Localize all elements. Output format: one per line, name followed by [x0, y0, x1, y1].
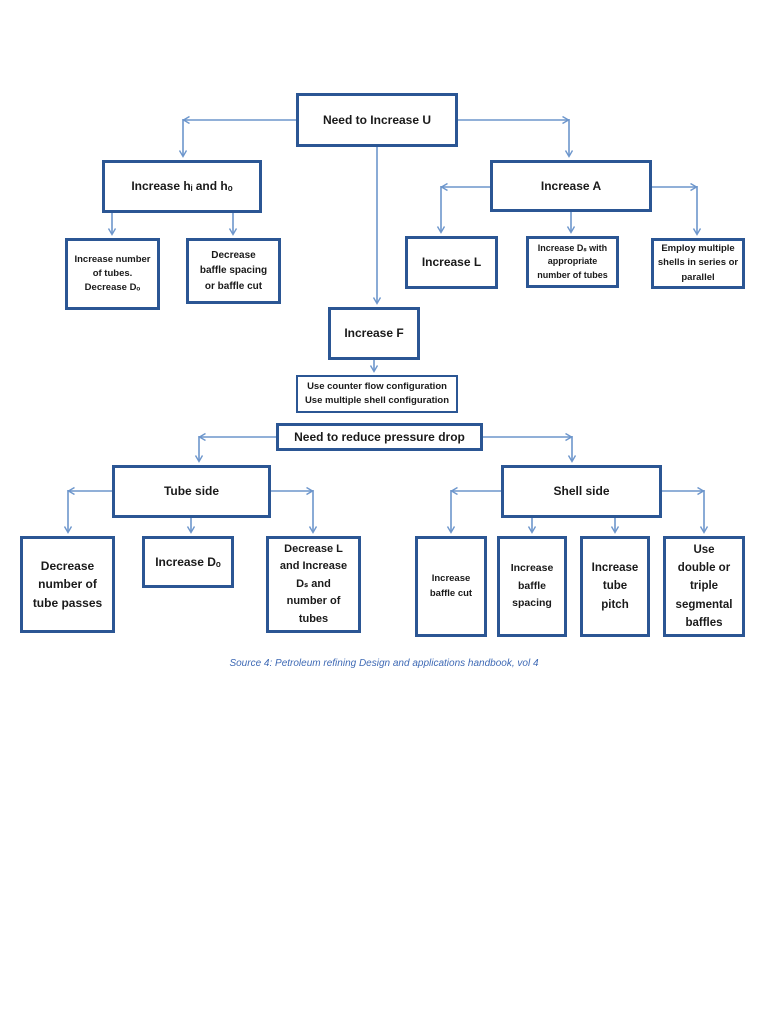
node-decrease-tube-passes: Decrease number of tube passes: [20, 536, 115, 633]
node-increase-a: Increase A: [490, 160, 652, 212]
node-label: Use: [693, 543, 715, 556]
node-label: Increase: [431, 573, 471, 585]
node-label: Increase: [591, 561, 639, 574]
node-label: tubes: [298, 612, 329, 625]
node-increase-number-of-tubes: Increase number of tubes. Decrease Dₒ: [65, 238, 160, 310]
node-increase-baffle-spacing: Increase baffle spacing: [497, 536, 567, 637]
node-increase-do: Increase Dₒ: [142, 536, 234, 588]
node-label: number of: [286, 595, 341, 608]
node-employ-multiple-shells: Employ multiple shells in series or para…: [651, 238, 745, 289]
node-label: tube: [602, 580, 628, 593]
node-decrease-baffle-spacing: Decrease baffle spacing or baffle cut: [186, 238, 281, 304]
node-need-to-reduce-pressure-drop: Need to reduce pressure drop: [276, 423, 483, 451]
node-shell-side: Shell side: [501, 465, 662, 518]
node-label: parallel: [681, 271, 715, 283]
node-increase-l: Increase L: [405, 236, 498, 289]
node-label: pitch: [601, 598, 629, 611]
node-label: of tubes.: [92, 267, 133, 279]
node-label: Increase hᵢ and hₒ: [131, 179, 233, 194]
node-need-to-increase-u: Need to Increase U: [296, 93, 458, 147]
node-label: Increase Dₛ with: [537, 243, 608, 254]
node-decrease-l-increase-ds: Decrease L and Increase Dₛ and number of…: [266, 536, 361, 633]
node-increase-hi-ho: Increase hᵢ and hₒ: [102, 160, 262, 213]
node-label: number of tubes: [537, 269, 608, 280]
node-label: shells in series or: [657, 257, 739, 269]
node-label: double or: [677, 561, 731, 574]
node-label: baffle cut: [429, 587, 473, 599]
node-label: Shell side: [553, 484, 610, 499]
node-label: Increase number: [74, 253, 151, 265]
node-label: Need to Increase U: [322, 112, 432, 127]
node-label: appropriate: [547, 256, 598, 267]
node-label: Decrease Dₒ: [84, 282, 141, 294]
node-label: Dₛ and: [296, 577, 331, 590]
node-label: triple: [689, 580, 719, 593]
node-label: Tube side: [163, 484, 220, 499]
node-tube-side: Tube side: [112, 465, 271, 518]
node-increase-baffle-cut: Increase baffle cut: [415, 536, 487, 637]
source-caption: Source 4: Petroleum refining Design and …: [229, 658, 539, 669]
node-label: Use counter flow configuration: [307, 380, 447, 392]
node-label: Use multiple shell configuration: [304, 395, 450, 406]
node-label: Increase A: [540, 178, 602, 193]
node-increase-ds: Increase Dₛ with appropriate number of t…: [526, 236, 619, 288]
node-label: Decrease: [211, 249, 256, 261]
node-label: baffle: [517, 579, 546, 592]
node-label: Decrease L: [284, 542, 343, 555]
node-label: tube passes: [32, 595, 103, 610]
node-label: Increase L: [421, 255, 482, 270]
node-counterflow-configuration: Use counter flow configuration Use multi…: [296, 375, 458, 413]
node-label: Need to reduce pressure drop: [294, 429, 465, 444]
node-label: spacing: [512, 597, 552, 610]
node-label: baffles: [685, 617, 723, 630]
node-label: segmental: [675, 598, 733, 611]
node-label: and Increase: [279, 560, 348, 573]
node-label: or baffle cut: [204, 280, 263, 292]
node-increase-tube-pitch: Increase tube pitch: [580, 536, 650, 637]
node-label: Increase: [510, 561, 554, 574]
node-label: number of: [38, 577, 97, 592]
node-label: Employ multiple: [661, 243, 735, 255]
node-label: baffle spacing: [199, 265, 268, 277]
node-increase-f: Increase F: [328, 307, 420, 360]
node-label: Decrease: [40, 558, 95, 573]
node-label: Increase Dₒ: [155, 554, 221, 569]
node-label: Increase F: [344, 326, 404, 341]
node-use-segmental-baffles: Use double or triple segmental baffles: [663, 536, 745, 637]
